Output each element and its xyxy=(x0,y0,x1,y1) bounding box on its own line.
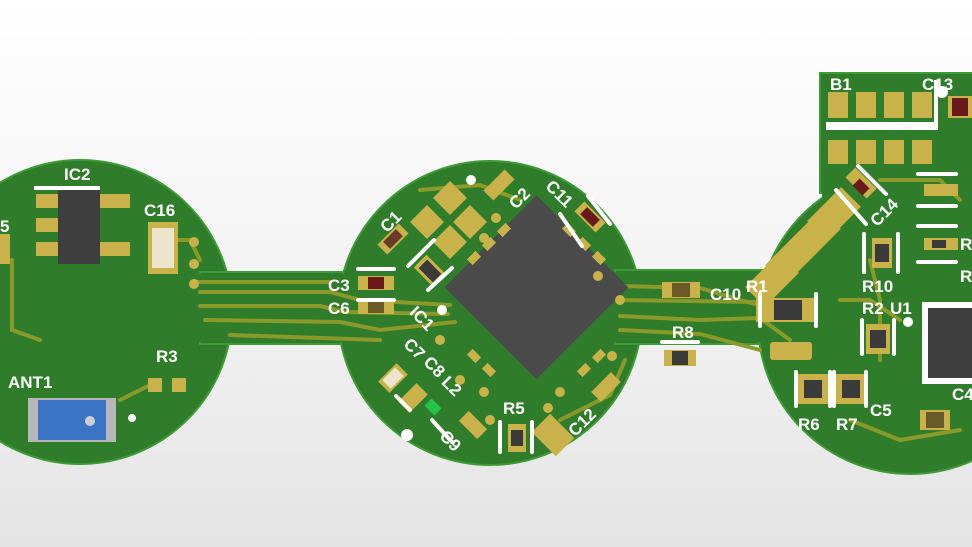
label-r3: R3 xyxy=(156,347,178,366)
label-r8: R8 xyxy=(672,323,694,342)
label-c6: C6 xyxy=(328,299,350,318)
ic2-component xyxy=(34,186,130,264)
label-c3: C3 xyxy=(328,276,350,295)
r3-component xyxy=(148,378,186,392)
label-r6: R6 xyxy=(798,415,820,434)
label-ant1: ANT1 xyxy=(8,373,52,392)
label-b1: B1 xyxy=(830,75,852,94)
label-c4: C4 xyxy=(952,385,972,404)
label-ic2: IC2 xyxy=(64,165,90,184)
label-r1: R1 xyxy=(746,277,768,296)
label-c16: C16 xyxy=(144,201,175,220)
label-partial-left: 5 xyxy=(0,217,9,236)
center-passives xyxy=(358,169,700,457)
label-r7: R7 xyxy=(836,415,858,434)
label-partial-right-1: R xyxy=(960,235,972,254)
label-r10: R10 xyxy=(862,277,893,296)
label-u1: U1 xyxy=(890,299,912,318)
center-vias xyxy=(435,213,625,425)
label-r2: R2 xyxy=(862,299,884,318)
label-c10: C10 xyxy=(710,285,741,304)
label-partial-right-2: R xyxy=(960,267,972,286)
label-c5: C5 xyxy=(870,401,892,420)
silkscreen-lines xyxy=(356,164,958,454)
label-c13: C13 xyxy=(922,75,953,94)
ant1-component xyxy=(28,398,116,442)
right-passives xyxy=(798,184,958,430)
b1-connector xyxy=(828,92,932,164)
u1-chip xyxy=(922,302,972,384)
label-r5: R5 xyxy=(503,399,525,418)
c16-component xyxy=(148,222,199,289)
